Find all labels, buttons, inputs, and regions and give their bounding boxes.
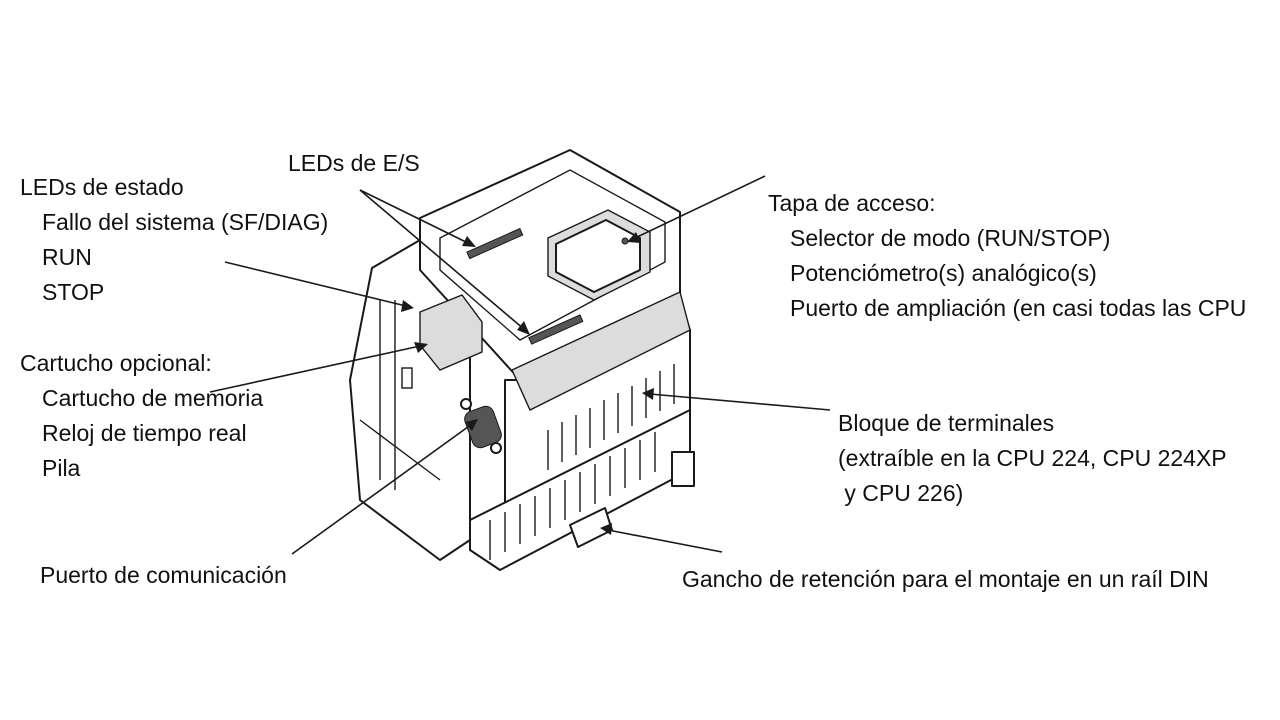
side-panel-details [359, 300, 441, 490]
leader-din-hook [607, 529, 723, 553]
status-leds-heading: LEDs de estado [20, 174, 184, 200]
access-cover-inner [555, 219, 641, 293]
leader-status-leds [224, 261, 407, 307]
label-din-hook: Gancho de retención para el montaje en u… [682, 562, 1209, 597]
label-io-leds: LEDs de E/S [288, 146, 420, 181]
access-cover-item: Puerto de ampliación (en casi todas las … [790, 295, 1247, 321]
cartridge-heading: Cartucho opcional: [20, 350, 212, 376]
leader-io-leds-upper [359, 189, 471, 245]
communication-port [464, 405, 502, 449]
cartridge-item: Pila [42, 455, 81, 481]
status-leds-item: Fallo del sistema (SF/DIAG) [42, 209, 329, 235]
status-leds-item: RUN [42, 244, 92, 270]
terminal-block-item: y CPU 226) [838, 480, 964, 506]
access-cover-item: Potenciómetro(s) analógico(s) [790, 260, 1097, 286]
comm-port-heading: Puerto de comunicación [40, 562, 287, 588]
terminal-cover [511, 291, 691, 411]
label-comm-port: Puerto de comunicación [40, 558, 287, 593]
leader-cartridge [209, 345, 421, 393]
terminal-block-heading: Bloque de terminales [838, 410, 1055, 436]
leader-comm-port [291, 423, 473, 555]
base-vents [489, 432, 656, 560]
leader-terminal-block [649, 393, 831, 411]
comm-port-screw-2 [490, 442, 502, 454]
io-leds-heading: LEDs de E/S [288, 150, 420, 176]
din-hook-heading: Gancho de retención para el montaje en u… [682, 566, 1209, 592]
io-led-strip-lower [528, 314, 584, 345]
plc-body [349, 149, 695, 571]
label-status-leds: LEDs de estado Fallo del sistema (SF/DIA… [20, 170, 328, 310]
label-terminal-block: Bloque de terminales (extraíble en la CP… [838, 406, 1227, 511]
status-leds-item: STOP [42, 279, 105, 305]
label-cartridge: Cartucho opcional: Cartucho de memoria R… [20, 346, 263, 486]
cartridge-item: Cartucho de memoria [42, 385, 264, 411]
top-raised-section [439, 169, 666, 341]
io-led-strip-upper [466, 227, 524, 260]
leader-lines [209, 175, 831, 555]
cartridge-item: Reloj de tiempo real [42, 420, 247, 446]
access-cover-item: Selector de modo (RUN/STOP) [790, 225, 1111, 251]
leader-io-leds-lower [359, 189, 526, 331]
comm-port-screw [460, 398, 472, 410]
side-latch [671, 451, 695, 487]
label-access-cover: Tapa de acceso: Selector de modo (RUN/ST… [768, 186, 1246, 326]
terminal-block-item: (extraíble en la CPU 224, CPU 224XP [838, 445, 1227, 471]
access-cover-heading: Tapa de acceso: [768, 190, 936, 216]
access-cover-screw [621, 237, 629, 245]
terminal-screws [547, 364, 675, 470]
leader-access-cover [634, 175, 766, 239]
